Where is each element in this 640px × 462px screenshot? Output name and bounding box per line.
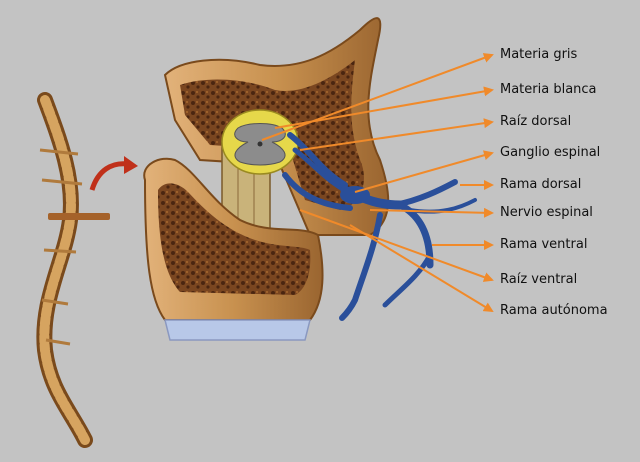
label-raiz-ventral: Raíz ventral: [500, 272, 578, 287]
section-arrow-head-icon: [124, 156, 138, 174]
label-ganglio-espinal: Ganglio espinal: [500, 145, 601, 160]
spine-illustration: [36, 92, 110, 448]
label-raiz-dorsal: Raíz dorsal: [500, 114, 572, 129]
lower-vertebra: [143, 157, 324, 341]
label-materia-blanca: Materia blanca: [500, 82, 597, 97]
leader-lines: [261, 53, 494, 313]
intervertebral-disc: [164, 319, 311, 341]
label-rama-dorsal: Rama dorsal: [500, 177, 582, 192]
section-arrow-icon: [89, 161, 129, 191]
label-materia-gris: Materia gris: [500, 47, 578, 62]
label-rama-ventral: Rama ventral: [500, 237, 588, 252]
spine-section-marker: [48, 213, 110, 220]
label-nervio-espinal: Nervio espinal: [500, 205, 593, 220]
central-canal: [257, 141, 263, 147]
label-rama-autonoma: Rama autónoma: [500, 303, 608, 318]
